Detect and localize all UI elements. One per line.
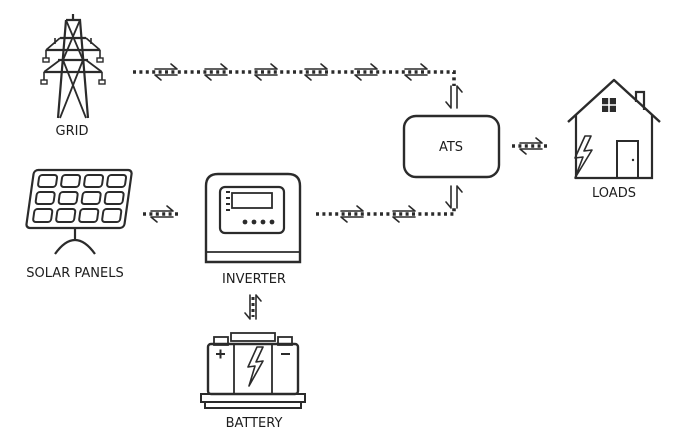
ats-label: ATS (439, 140, 463, 155)
solar-panel-icon (25, 168, 133, 255)
loads-label: LOADS (592, 186, 636, 201)
inverter-to-ats-connector (316, 185, 463, 223)
battery-icon (200, 332, 306, 409)
ats-box (402, 114, 501, 179)
solar-to-inverter-connector (143, 205, 178, 223)
battery-label: BATTERY (226, 416, 283, 431)
transmission-tower-icon (40, 14, 106, 119)
inverter-battery-connector (244, 294, 262, 320)
grid-to-ats-connector (133, 63, 463, 109)
ats-to-loads-connector (512, 137, 549, 155)
grid-label: GRID (56, 124, 89, 139)
inverter-icon (204, 172, 302, 264)
inverter-label: INVERTER (222, 272, 286, 287)
solar-panels-label: SOLAR PANELS (26, 266, 123, 281)
house-icon (567, 78, 661, 180)
